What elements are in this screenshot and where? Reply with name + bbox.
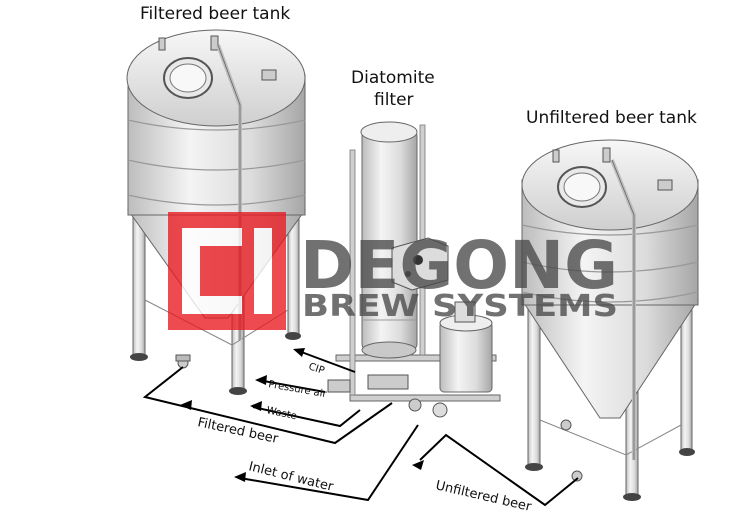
unfiltered-beer-label: Unfiltered beer	[434, 478, 533, 515]
waste-label: Waste	[265, 405, 297, 422]
pipe-lines	[142, 349, 579, 507]
unfiltered-beer-tank	[521, 139, 699, 501]
degong-watermark: DEGONG BREW SYSTEMS	[168, 212, 618, 330]
filtered-beer-arrow	[180, 400, 192, 410]
pressure-air-line	[257, 379, 326, 393]
inlet-water-label: Inlet of water	[247, 459, 335, 495]
watermark-line2: BREW SYSTEMS	[302, 289, 618, 324]
cip-arrow	[293, 348, 305, 357]
waste-arrow	[250, 401, 262, 411]
unfiltered-beer-line	[419, 433, 579, 507]
pressure-air-arrow	[255, 375, 267, 385]
waste-line	[252, 406, 361, 428]
unfiltered-beer-arrow	[412, 460, 424, 470]
filter-title-line2: filter	[374, 90, 414, 110]
filter-title-line1: Diatomite	[351, 68, 435, 88]
inlet-water-line	[239, 424, 419, 502]
inlet-water-arrow	[234, 472, 246, 482]
pressure-air-label: Pressure air	[267, 379, 328, 400]
diatomite-filter	[327, 121, 501, 418]
filtered-beer-line	[142, 366, 393, 445]
watermark-line1: DEGONG	[300, 227, 618, 304]
cip-line	[295, 349, 356, 373]
filtered-tank-title: Filtered beer tank	[140, 4, 290, 24]
unfiltered-tank-title: Unfiltered beer tank	[526, 108, 697, 128]
degong-logo	[168, 212, 286, 330]
cip-label: CIP	[307, 361, 326, 376]
flow-arrows	[180, 348, 424, 482]
